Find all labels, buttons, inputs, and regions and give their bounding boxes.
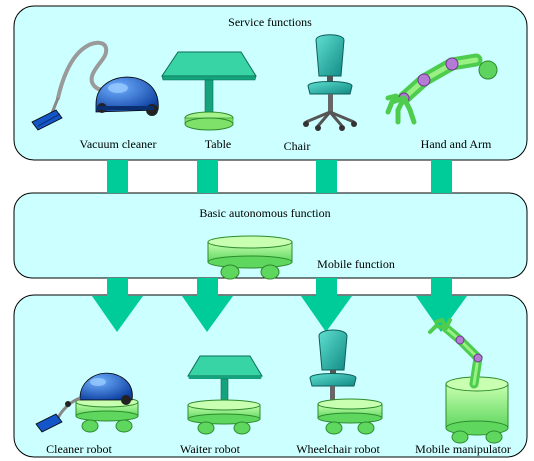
robot-arm-icon <box>385 53 498 125</box>
down-arrow-4 <box>416 278 467 332</box>
service-functions-title: Service functions <box>228 15 312 29</box>
service-label-vacuum-cleaner: Vacuum cleaner <box>80 137 157 151</box>
vacuum-cleaner-icon <box>31 40 159 131</box>
robot-label-mobile-manipulator: Mobile manipulator <box>415 442 511 456</box>
connector-bar-3 <box>316 160 337 193</box>
connector-bar-1 <box>107 160 128 193</box>
table-icon <box>161 51 257 131</box>
wheelchair-robot-icon <box>309 329 383 435</box>
down-arrow-1 <box>92 278 143 332</box>
cleaner-robot-icon <box>35 372 139 433</box>
connector-bar-2 <box>197 160 218 193</box>
mobile-function-label: Mobile function <box>317 257 395 271</box>
robots-panel <box>13 294 528 458</box>
robot-label-cleaner: Cleaner robot <box>46 442 112 456</box>
chair-icon <box>303 34 357 131</box>
waiter-robot-icon <box>187 355 263 435</box>
mobile-base-icon <box>207 235 293 280</box>
down-arrow-2 <box>182 278 233 332</box>
service-label-hand-and-arm: Hand and Arm <box>421 137 492 151</box>
service-label-chair: Chair <box>284 139 311 153</box>
basic-function-title: Basic autonomous function <box>199 206 330 220</box>
robot-label-wheelchair: Wheelchair robot <box>296 442 380 456</box>
robot-label-waiter: Waiter robot <box>180 442 241 456</box>
mobile-manipulator-icon <box>428 317 509 444</box>
down-arrow-3 <box>301 278 352 332</box>
service-label-table: Table <box>205 137 231 151</box>
connector-bar-4 <box>431 160 452 193</box>
